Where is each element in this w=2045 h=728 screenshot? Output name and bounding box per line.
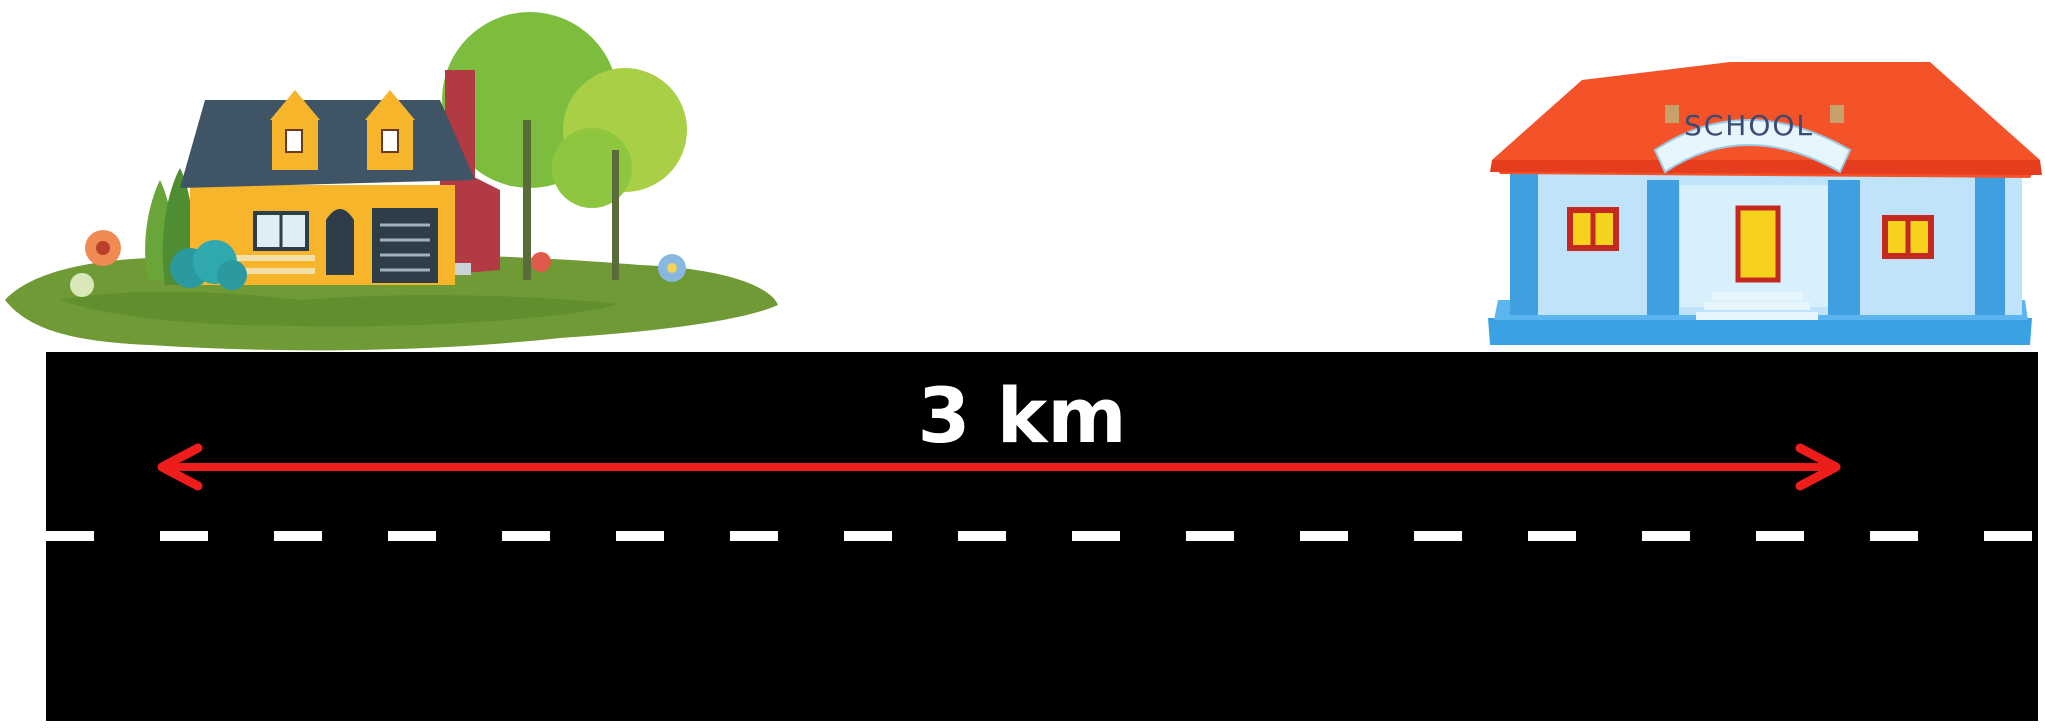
arrow-right-head-icon — [1795, 443, 1841, 491]
house-icon — [5, 12, 778, 351]
arrow-left-head-icon — [157, 443, 203, 491]
distance-arrow — [157, 443, 1841, 491]
road — [46, 352, 2038, 721]
school-building-icon: SCHOOL — [1488, 62, 2042, 345]
distance-label: 3 km — [917, 371, 1127, 460]
school-sign-text: SCHOOL — [1684, 109, 1814, 142]
